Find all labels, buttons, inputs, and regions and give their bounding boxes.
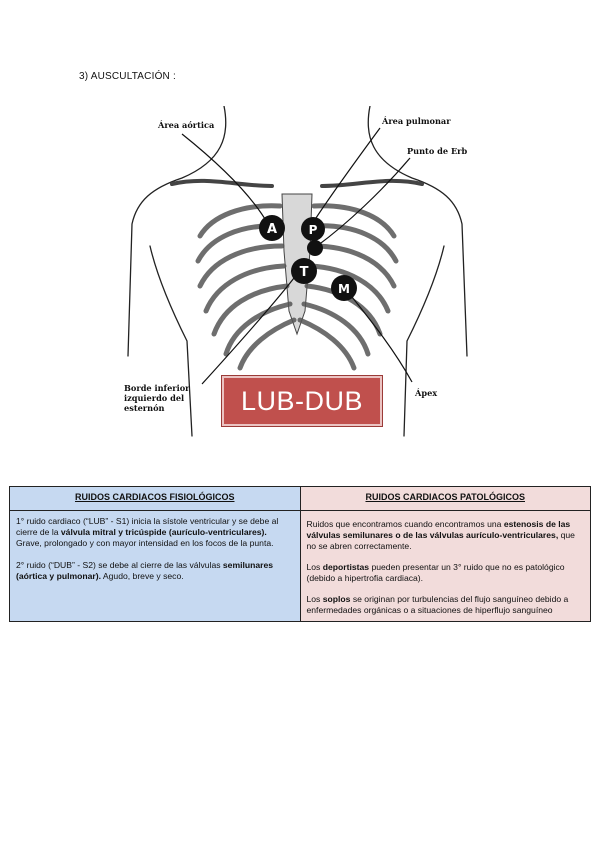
lub-dub-banner: LUB-DUB (222, 376, 382, 426)
chest-auscultation-figure: A P T M Área aórtica Área pulmonar Punto… (112, 106, 482, 441)
section-heading: 3) AUSCULTACIÓN : (79, 71, 176, 82)
marker-p: P (301, 217, 325, 241)
path-paragraph-2: Los deportistas pueden presentar un 3° r… (306, 562, 565, 583)
phys-paragraph-2: 2° ruido (“DUB” - S2) se debe al cierre … (16, 560, 274, 581)
path-paragraph-3: Los soplos se originan por turbulencias … (306, 594, 569, 615)
label-lower-border: Borde inferior izquierdo del esternón (124, 383, 190, 413)
phys-paragraph-1: 1° ruido cardiaco (“LUB” - S1) inicia la… (16, 516, 279, 548)
marker-t-label: T (300, 265, 309, 280)
thorax-illustration: A P T M (127, 106, 468, 437)
label-pulmonary-area: Área pulmonar (382, 116, 451, 126)
marker-m: M (331, 275, 357, 301)
path-paragraph-1: Ruidos que encontramos cuando encontramo… (306, 519, 575, 551)
marker-m-label: M (338, 282, 350, 296)
physiological-cell: 1° ruido cardiaco (“LUB” - S1) inicia la… (9, 510, 301, 622)
marker-t: T (291, 258, 317, 284)
pathological-cell: Ruidos que encontramos cuando encontramo… (299, 510, 591, 622)
label-apex: Ápex (415, 388, 438, 398)
heart-sounds-table: RUIDOS CARDIACOS FISIOLÓGICOS RUIDOS CAR… (9, 486, 591, 622)
marker-p-label: P (309, 223, 318, 237)
marker-a: A (259, 215, 285, 241)
label-aortic-area: Área aórtica (158, 120, 215, 130)
marker-a-label: A (267, 222, 277, 237)
erb-point-marker (307, 240, 323, 256)
pathological-header: RUIDOS CARDIACOS PATOLÓGICOS (299, 486, 591, 511)
label-erb-point: Punto de Erb (407, 146, 468, 156)
physiological-header: RUIDOS CARDIACOS FISIOLÓGICOS (9, 486, 301, 511)
